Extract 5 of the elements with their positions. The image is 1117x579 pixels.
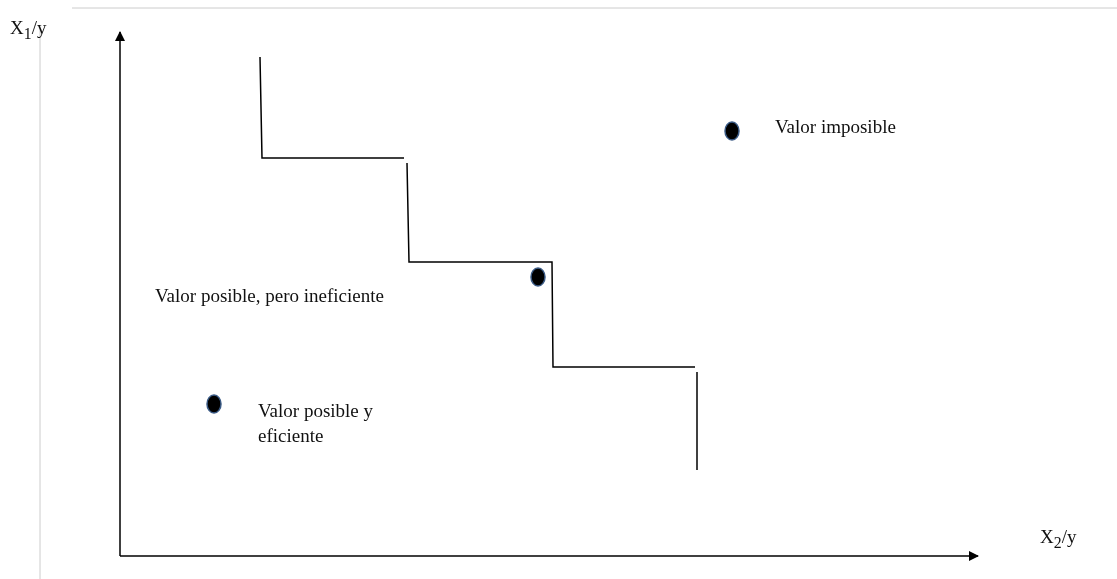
point-label: Valor posible, pero ineficiente [155, 284, 384, 308]
axis-label: X$_{1}$/y [10, 16, 47, 44]
axis-label: X$_{2}$/y [1040, 525, 1077, 553]
point-label: Valor imposible [775, 115, 896, 139]
point-label: Valor posible y eficiente [258, 399, 375, 448]
